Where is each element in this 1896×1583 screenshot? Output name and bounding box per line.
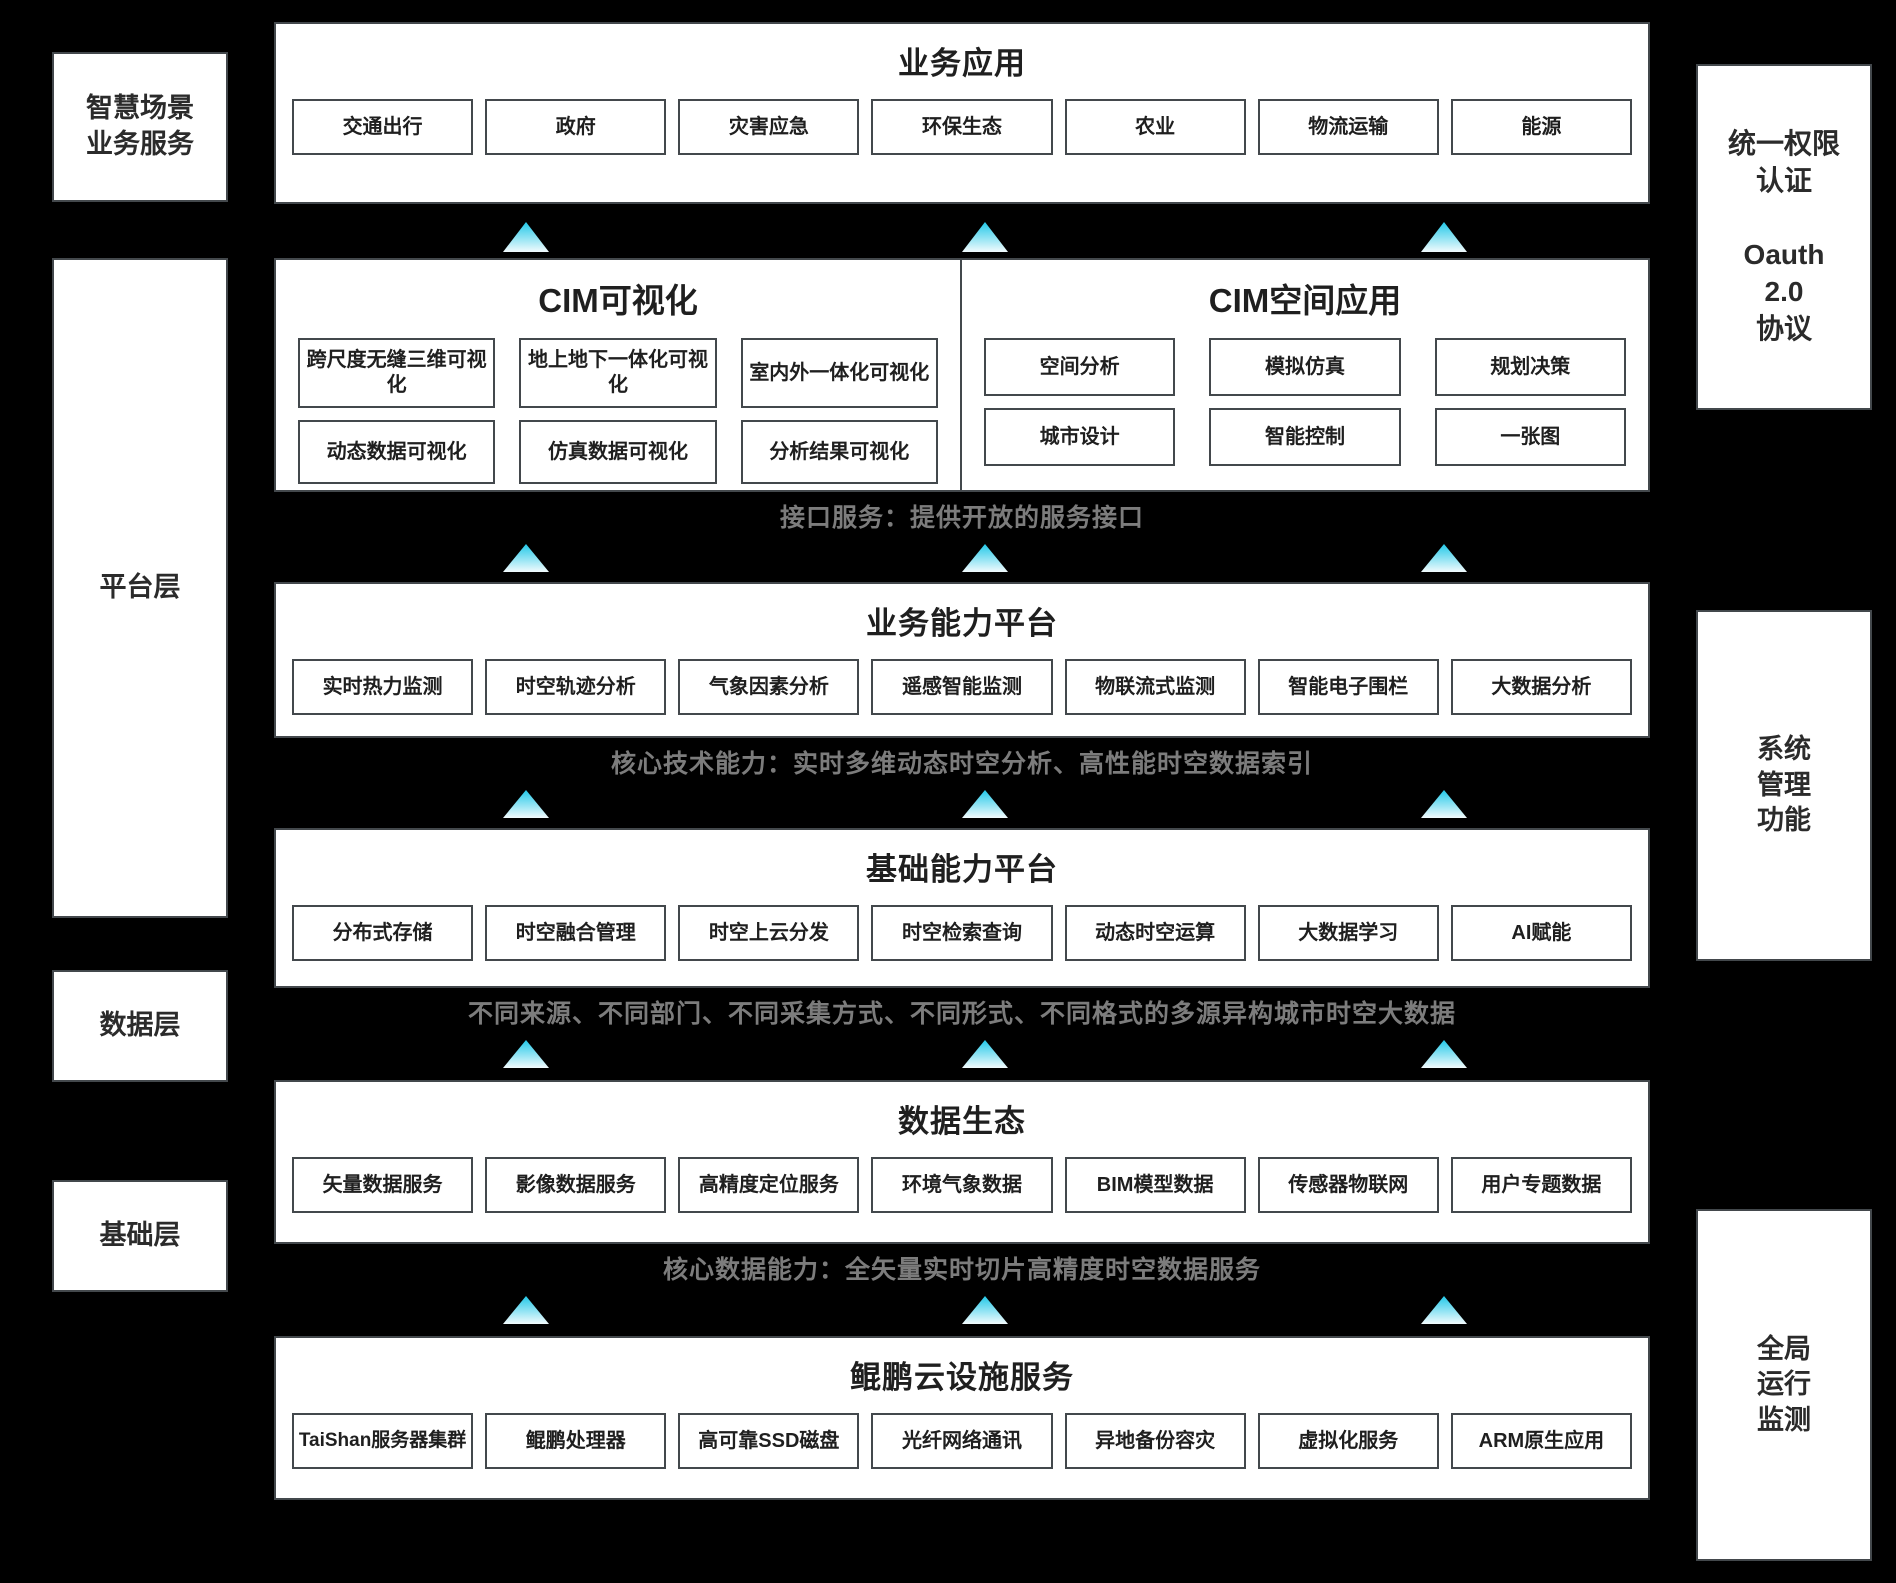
chip-offsite-backup-disaster-recovery[interactable]: 异地备份容灾 [1064, 1413, 1246, 1469]
panel-cim: CIM可视化 跨尺度无缝三维可视化 地上地下一体化可视化 室内外一体化可视化 动… [274, 258, 1650, 492]
chip-sensor-iot[interactable]: 传感器物联网 [1257, 1157, 1439, 1213]
panel-title: 鲲鹏云设施服务 [850, 1360, 1074, 1395]
panel-title: CIM空间应用 [1208, 282, 1402, 319]
chip-taishan-server-cluster[interactable]: TaiShan服务器集群 [292, 1413, 474, 1469]
chip-row-cloud-infrastructure: TaiShan服务器集群 鲲鹏处理器 高可靠SSD磁盘 光纤网络通讯 异地备份容… [292, 1413, 1632, 1469]
band-label: 不同来源、不同部门、不同采集方式、不同形式、不同格式的多源异构城市时空大数据 [467, 1000, 1456, 1028]
chip-spatiotemporal-trajectory-analysis[interactable]: 时空轨迹分析 [485, 659, 667, 715]
chip-row-business-application: 交通出行 政府 灾害应急 环保生态 农业 物流运输 能源 [292, 99, 1632, 155]
band-label: 核心技术能力：实时多维动态时空分析、高性能时空数据索引 [610, 750, 1313, 778]
chip-indoor-outdoor-visualization[interactable]: 室内外一体化可视化 [740, 338, 938, 408]
chip-planning-decision[interactable]: 规划决策 [1434, 338, 1626, 396]
sidebar-item-label: 数据层 [99, 1010, 181, 1041]
sidebar-item-label: 智慧场景 业务服务 [86, 93, 194, 159]
panel-business-application: 业务应用 交通出行 政府 灾害应急 环保生态 农业 物流运输 能源 [274, 22, 1650, 204]
panel-cim-spatial-application: CIM空间应用 空间分析 模拟仿真 规划决策 城市设计 智能控制 一张图 [962, 260, 1648, 490]
chip-arm-native-application[interactable]: ARM原生应用 [1450, 1413, 1632, 1469]
panel-title: CIM可视化 [538, 282, 698, 319]
chip-cross-scale-3d-visualization[interactable]: 跨尺度无缝三维可视化 [298, 338, 496, 408]
chip-spatial-analysis[interactable]: 空间分析 [984, 338, 1176, 396]
chip-bim-model-data[interactable]: BIM模型数据 [1064, 1157, 1246, 1213]
chip-disaster-emergency[interactable]: 灾害应急 [678, 99, 860, 155]
sidebar-item-unified-auth[interactable]: 统一权限 认证 Oauth 2.0 协议 [1696, 64, 1872, 410]
chip-environment-ecology[interactable]: 环保生态 [871, 99, 1053, 155]
chip-cloud-distribution[interactable]: 时空上云分发 [678, 905, 860, 961]
panel-cloud-infrastructure: 鲲鹏云设施服务 TaiShan服务器集群 鲲鹏处理器 高可靠SSD磁盘 光纤网络… [274, 1336, 1650, 1500]
chip-energy[interactable]: 能源 [1450, 99, 1632, 155]
chip-vector-data-service[interactable]: 矢量数据服务 [292, 1157, 474, 1213]
band-core-data-capability: 核心数据能力：全矢量实时切片高精度时空数据服务 [274, 1244, 1650, 1336]
chip-dynamic-data-visualization[interactable]: 动态数据可视化 [298, 420, 496, 484]
sidebar-item-label: 全局 运行 监测 [1757, 1333, 1811, 1435]
chip-environmental-meteorological-data[interactable]: 环境气象数据 [871, 1157, 1053, 1213]
chip-ai-enablement[interactable]: AI赋能 [1450, 905, 1632, 961]
chip-meteorological-factor-analysis[interactable]: 气象因素分析 [678, 659, 860, 715]
sidebar-item-label: 系统 管理 功能 [1757, 734, 1811, 836]
chip-grid-cim-visualization: 跨尺度无缝三维可视化 地上地下一体化可视化 室内外一体化可视化 动态数据可视化 … [298, 338, 938, 484]
band-label: 核心数据能力：全矢量实时切片高精度时空数据服务 [662, 1256, 1261, 1284]
band-arrows-to-cim [274, 204, 1650, 258]
chip-grid-cim-spatial: 空间分析 模拟仿真 规划决策 城市设计 智能控制 一张图 [984, 338, 1626, 466]
chip-above-below-ground-visualization[interactable]: 地上地下一体化可视化 [519, 338, 717, 408]
sidebar-item-label: 平台层 [99, 572, 181, 603]
panel-cim-visualization: CIM可视化 跨尺度无缝三维可视化 地上地下一体化可视化 室内外一体化可视化 动… [276, 260, 962, 490]
panel-business-capability-platform: 业务能力平台 实时热力监测 时空轨迹分析 气象因素分析 遥感智能监测 物联流式监… [274, 582, 1650, 738]
panel-data-ecosystem: 数据生态 矢量数据服务 影像数据服务 高精度定位服务 环境气象数据 BIM模型数… [274, 1080, 1650, 1244]
panel-basic-capability-platform: 基础能力平台 分布式存储 时空融合管理 时空上云分发 时空检索查询 动态时空运算… [274, 828, 1650, 988]
chip-row-basic-capability: 分布式存储 时空融合管理 时空上云分发 时空检索查询 动态时空运算 大数据学习 … [292, 905, 1632, 961]
chip-urban-design[interactable]: 城市设计 [984, 408, 1176, 466]
chip-realtime-heat-monitoring[interactable]: 实时热力监测 [292, 659, 474, 715]
band-interface-service: 接口服务：提供开放的服务接口 [274, 492, 1650, 582]
chip-dynamic-spatiotemporal-computation[interactable]: 动态时空运算 [1064, 905, 1246, 961]
sidebar-item-infrastructure-layer[interactable]: 基础层 [52, 1180, 228, 1292]
chip-row-business-capability: 实时热力监测 时空轨迹分析 气象因素分析 遥感智能监测 物联流式监测 智能电子围… [292, 659, 1632, 715]
chip-smart-geofence[interactable]: 智能电子围栏 [1257, 659, 1439, 715]
main-stack: 业务应用 交通出行 政府 灾害应急 环保生态 农业 物流运输 能源 [274, 22, 1650, 1561]
sidebar-item-label: 基础层 [99, 1220, 181, 1251]
sidebar-item-smart-scene[interactable]: 智慧场景 业务服务 [52, 52, 228, 202]
chip-traffic[interactable]: 交通出行 [292, 99, 474, 155]
chip-user-thematic-data[interactable]: 用户专题数据 [1450, 1157, 1632, 1213]
sidebar-item-label: 统一权限 认证 Oauth 2.0 协议 [1727, 127, 1840, 344]
chip-one-map[interactable]: 一张图 [1434, 408, 1626, 466]
chip-big-data-analysis[interactable]: 大数据分析 [1450, 659, 1632, 715]
chip-government[interactable]: 政府 [485, 99, 667, 155]
sidebar-item-global-monitoring[interactable]: 全局 运行 监测 [1696, 1209, 1872, 1562]
chip-iot-stream-monitoring[interactable]: 物联流式监测 [1064, 659, 1246, 715]
band-core-technology: 核心技术能力：实时多维动态时空分析、高性能时空数据索引 [274, 738, 1650, 828]
chip-imagery-data-service[interactable]: 影像数据服务 [485, 1157, 667, 1213]
chip-intelligent-control[interactable]: 智能控制 [1209, 408, 1401, 466]
right-capability-sidebar: 统一权限 认证 Oauth 2.0 协议 系统 管理 功能 全局 运行 监测 [1696, 22, 1872, 1562]
chip-reliable-ssd-disk[interactable]: 高可靠SSD磁盘 [678, 1413, 860, 1469]
chip-fiber-network-communication[interactable]: 光纤网络通讯 [871, 1413, 1053, 1469]
panel-title: 基础能力平台 [866, 852, 1058, 887]
chip-logistics[interactable]: 物流运输 [1257, 99, 1439, 155]
band-label: 接口服务：提供开放的服务接口 [779, 504, 1144, 532]
chip-analysis-result-visualization[interactable]: 分析结果可视化 [740, 420, 938, 484]
chip-big-data-learning[interactable]: 大数据学习 [1257, 905, 1439, 961]
chip-high-precision-positioning-service[interactable]: 高精度定位服务 [678, 1157, 860, 1213]
sidebar-item-system-management[interactable]: 系统 管理 功能 [1696, 609, 1872, 962]
sidebar-item-data-layer[interactable]: 数据层 [52, 970, 228, 1082]
chip-simulation-data-visualization[interactable]: 仿真数据可视化 [519, 420, 717, 484]
chip-agriculture[interactable]: 农业 [1064, 99, 1246, 155]
chip-virtualization-service[interactable]: 虚拟化服务 [1257, 1413, 1439, 1469]
chip-spatiotemporal-retrieval-query[interactable]: 时空检索查询 [871, 905, 1053, 961]
chip-kunpeng-processor[interactable]: 鲲鹏处理器 [485, 1413, 667, 1469]
chip-distributed-storage[interactable]: 分布式存储 [292, 905, 474, 961]
panel-title: 数据生态 [898, 1104, 1026, 1139]
chip-row-data-ecosystem: 矢量数据服务 影像数据服务 高精度定位服务 环境气象数据 BIM模型数据 传感器… [292, 1157, 1632, 1213]
chip-remote-sensing-monitoring[interactable]: 遥感智能监测 [871, 659, 1053, 715]
panel-title: 业务应用 [898, 46, 1026, 81]
sidebar-item-platform-layer[interactable]: 平台层 [52, 258, 228, 918]
band-multi-source-data: 不同来源、不同部门、不同采集方式、不同形式、不同格式的多源异构城市时空大数据 [274, 988, 1650, 1080]
left-layer-sidebar: 智慧场景 业务服务 平台层 数据层 基础层 [52, 22, 228, 1561]
chip-spatiotemporal-fusion-management[interactable]: 时空融合管理 [485, 905, 667, 961]
chip-simulation[interactable]: 模拟仿真 [1209, 338, 1401, 396]
panel-title: 业务能力平台 [866, 606, 1058, 641]
